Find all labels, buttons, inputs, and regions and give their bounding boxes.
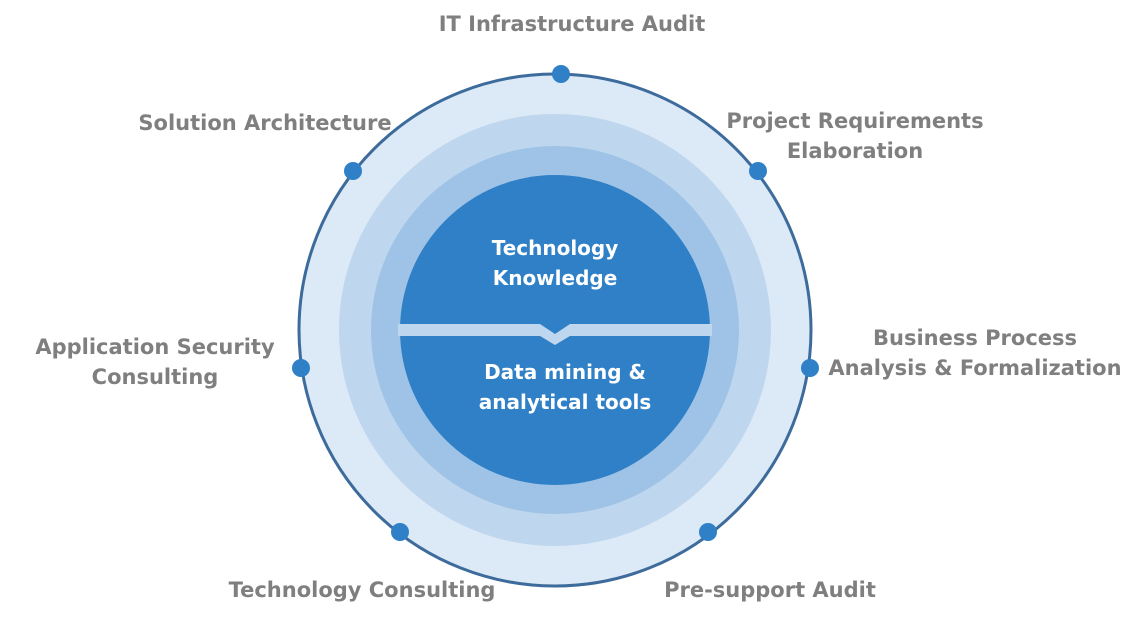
label-technology-consulting: Technology Consulting [222,575,502,605]
node-dot-it-infrastructure-audit [552,65,570,83]
label-line: Technology Consulting [228,578,496,602]
label-line: Solution Architecture [138,111,392,135]
node-dot-business-process [801,359,819,377]
label-line: Elaboration [786,139,924,163]
core-divider [398,324,712,345]
label-solution-architecture: Solution Architecture [130,108,400,138]
label-line: Project Requirements [726,109,984,133]
core-top-line: Technology [491,236,619,260]
node-dot-solution-architecture [344,162,362,180]
label-project-requirements-elaboration: Project Requirements Elaboration [715,106,995,166]
core-circle [400,175,710,485]
core-bottom-line: Data mining & [484,360,646,384]
core-top-line: Knowledge [492,266,618,290]
node-dot-application-security [292,359,310,377]
label-line: Analysis & Formalization [828,356,1122,380]
label-line: IT Infrastructure Audit [438,12,706,36]
node-dot-project-requirements [749,162,767,180]
label-line: Consulting [91,365,219,389]
label-line: Business Process [872,326,1078,350]
core-bottom-line: analytical tools [478,390,652,414]
node-dot-technology-consulting [391,523,409,541]
core-top-text: Technology Knowledge [455,233,655,293]
core-bottom-text: Data mining & analytical tools [445,357,685,417]
label-business-process-analysis: Business Process Analysis & Formalizatio… [828,323,1122,383]
label-pre-support-audit: Pre-support Audit [650,575,890,605]
node-dot-pre-support-audit [699,523,717,541]
label-line: Pre-support Audit [664,578,876,602]
label-application-security-consulting: Application Security Consulting [30,332,280,392]
label-line: Application Security [35,335,275,359]
label-it-infrastructure-audit: IT Infrastructure Audit [422,9,722,39]
